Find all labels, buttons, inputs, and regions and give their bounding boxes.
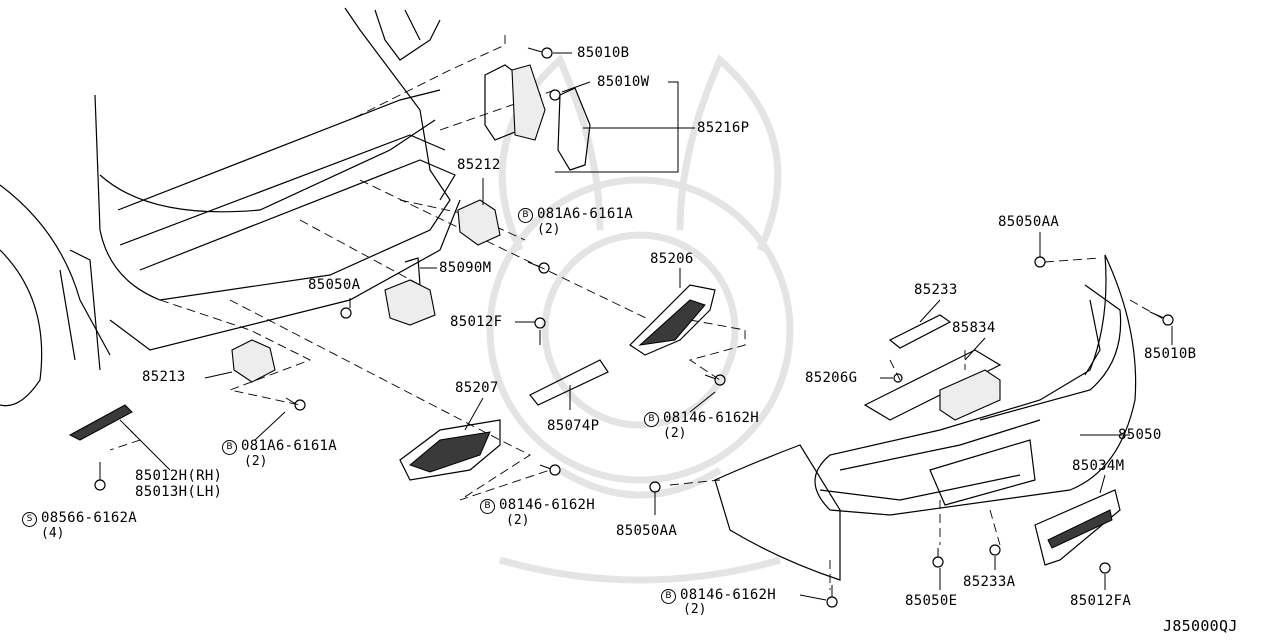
label-081A6-6161A-top: 081A6-6161A [537, 206, 634, 222]
rear-body-panel [0, 7, 461, 407]
label-85012F: 85012F [450, 314, 503, 330]
bolt-symbol: B [222, 440, 237, 455]
qty-08146-bottom: (2) [683, 602, 707, 617]
bracket-85207 [399, 419, 501, 481]
label-08566-6162A: 08566-6162A [41, 510, 138, 526]
bolt-symbol: B [644, 412, 659, 427]
label-85010W: 85010W [597, 74, 650, 90]
label-85216P: 85216P [697, 120, 750, 136]
label-85012FA: 85012FA [1070, 593, 1132, 609]
bracket-85834 [863, 349, 1002, 421]
trim-85216P [484, 64, 591, 171]
qty-08146-left: (2) [506, 513, 530, 528]
bracket-85090M [384, 257, 436, 326]
label-85074P: 85074P [547, 418, 600, 434]
label-85212: 85212 [457, 157, 501, 173]
label-85050AA-bottom: 85050AA [616, 523, 678, 539]
qty-081A6-top: (2) [537, 222, 561, 237]
label-85034M: 85034M [1072, 458, 1125, 474]
strap-85074P [529, 359, 609, 406]
label-081A6-6161A-bottom: 081A6-6161A [241, 438, 338, 454]
bolt-symbol: B [661, 589, 676, 604]
bracket-85233 [888, 314, 952, 349]
label-85233: 85233 [914, 282, 958, 298]
screw-symbol: S [22, 512, 37, 527]
bracket-85212 [457, 199, 501, 246]
label-85834: 85834 [952, 320, 996, 336]
label-85233A: 85233A [963, 574, 1016, 590]
bolt-symbol: B [518, 208, 533, 223]
label-85206G: 85206G [805, 370, 858, 386]
diagram-id: J85000QJ [1163, 617, 1238, 635]
fasteners [94, 47, 1174, 608]
label-85010B-top: 85010B [577, 45, 630, 61]
undercover-85034M [1034, 489, 1121, 566]
label-08146-6162H-bottom: 08146-6162H [680, 587, 777, 603]
alignment-dashed-lines [109, 35, 1166, 590]
bracket-85206 [629, 284, 716, 356]
label-85010B-right: 85010B [1144, 346, 1197, 362]
qty-081A6-bottom: (2) [244, 454, 268, 469]
label-85012H-RH: 85012H(RH) [135, 468, 223, 484]
label-85207: 85207 [455, 380, 499, 396]
bracket-85213 [231, 339, 276, 383]
leader-lines [124, 52, 1173, 601]
qty-08566: (4) [41, 526, 65, 541]
label-85206: 85206 [650, 251, 694, 267]
label-08146-6162H-mid: 08146-6162H [663, 410, 760, 426]
label-85050A: 85050A [308, 277, 361, 293]
label-85050E: 85050E [905, 593, 958, 609]
label-85090M: 85090M [439, 260, 492, 276]
label-85050AA-top: 85050AA [998, 214, 1060, 230]
label-85013H-LH: 85013H(LH) [135, 484, 223, 500]
label-85050: 85050 [1118, 427, 1162, 443]
bolt-symbol: B [480, 499, 495, 514]
label-08146-6162H-left: 08146-6162H [499, 497, 596, 513]
watermark-emblem [486, 54, 794, 584]
qty-08146-mid: (2) [663, 426, 687, 441]
label-85213: 85213 [142, 369, 186, 385]
retainer-85012H [68, 404, 133, 441]
bumper-fascia-85050 [714, 254, 1137, 581]
